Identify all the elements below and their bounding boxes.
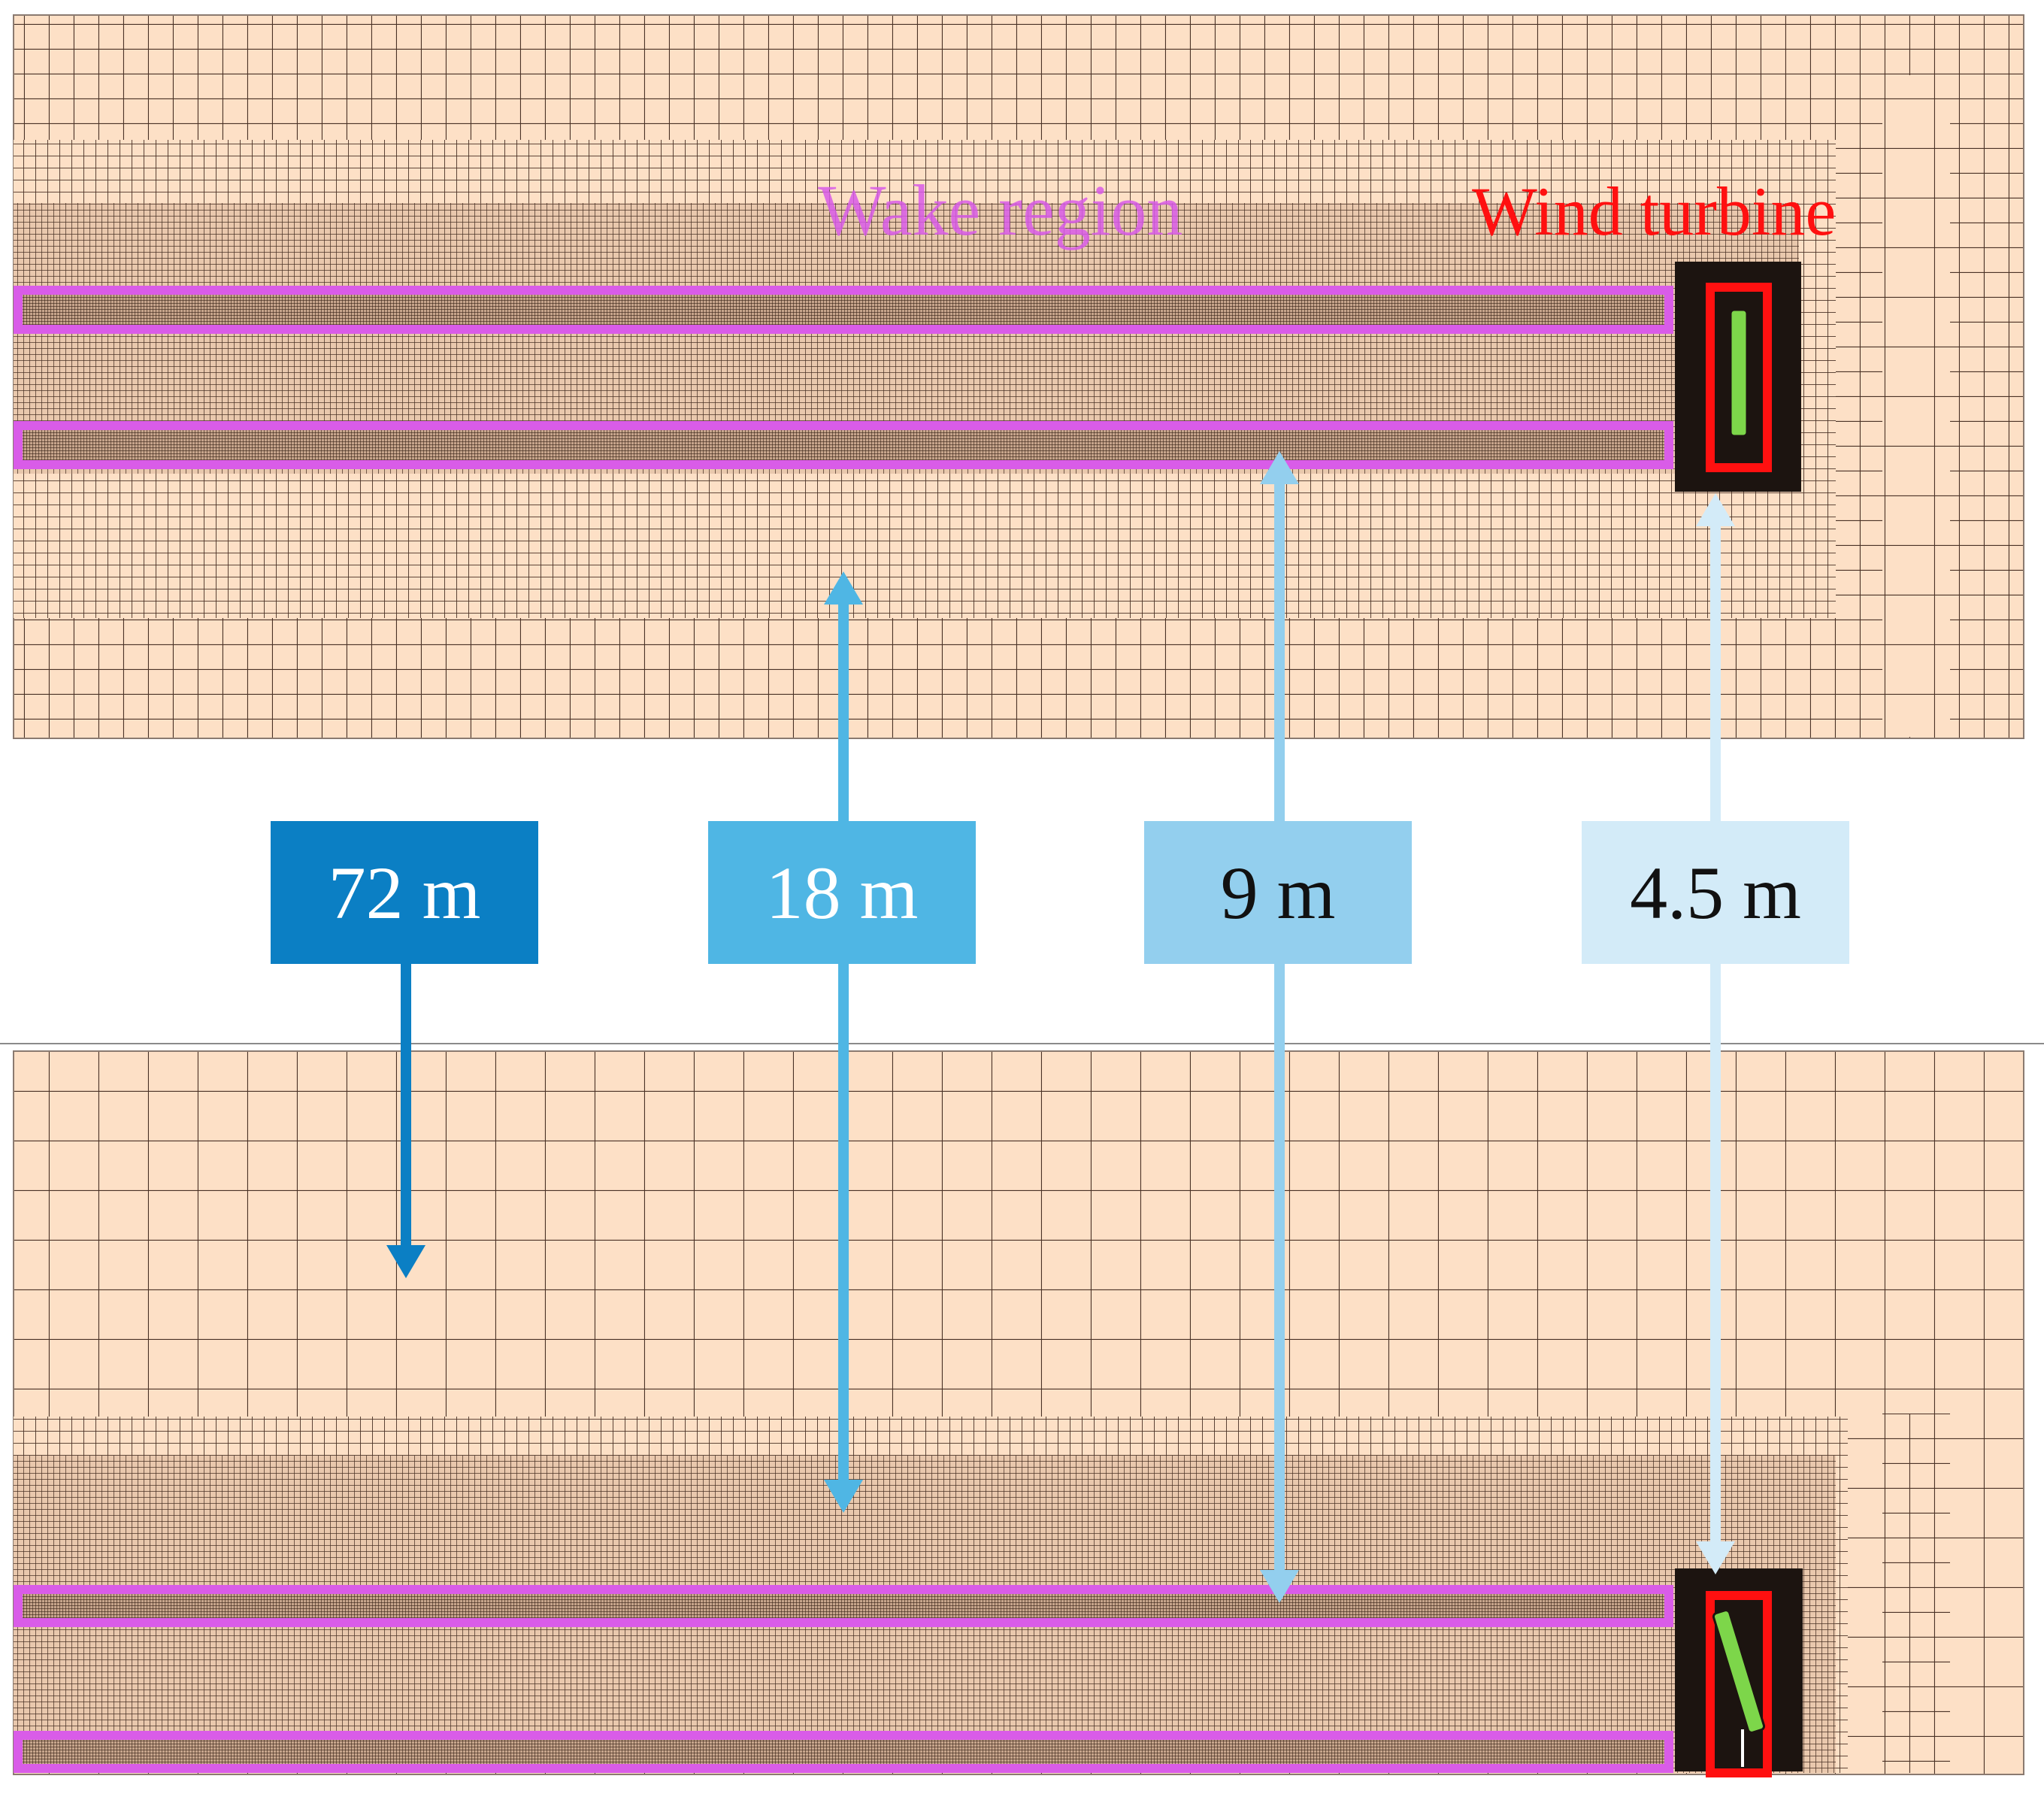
bottom-turbine-rotor bbox=[1712, 1609, 1766, 1734]
mesh-size-box-4-5m: 4.5 m bbox=[1582, 821, 1849, 964]
mesh-size-arrows bbox=[386, 451, 1735, 1603]
top-turbine-rotor bbox=[1729, 308, 1749, 438]
mesh-size-box-18m: 18 m bbox=[708, 821, 976, 964]
arrow-up-head-4-5m bbox=[1696, 493, 1735, 526]
mesh-size-box-72m: 72 m bbox=[271, 821, 538, 964]
arrow-down-head-4-5m bbox=[1696, 1541, 1735, 1574]
arrow-up-head-18m bbox=[824, 571, 863, 605]
arrow-up-head-9m bbox=[1260, 451, 1299, 484]
arrow-down-head-72m bbox=[386, 1245, 425, 1278]
top-far-field-strip bbox=[1882, 75, 1950, 737]
mesh-size-label-4-5m: 4.5 m bbox=[1630, 850, 1801, 935]
wake-region-label: Wake region bbox=[818, 170, 1182, 250]
mesh-size-box-9m: 9 m bbox=[1144, 821, 1412, 964]
mesh-size-label-9m: 9 m bbox=[1220, 850, 1336, 935]
top-wake-band-lower bbox=[14, 421, 1673, 469]
bottom-far-field-strip bbox=[1882, 1414, 1950, 1773]
mesh-size-label-18m: 18 m bbox=[765, 850, 919, 935]
wind-turbine-label: Wind turbine bbox=[1472, 173, 1836, 250]
arrow-down-head-9m bbox=[1260, 1570, 1299, 1603]
arrow-down-head-18m bbox=[824, 1480, 863, 1513]
bottom-wake-band-upper bbox=[14, 1585, 1673, 1627]
bottom-mesh-panel bbox=[13, 1050, 2024, 1777]
bottom-wake-band-lower bbox=[14, 1731, 1673, 1773]
top-mesh-panel bbox=[13, 14, 2024, 739]
top-wake-band-upper bbox=[14, 286, 1673, 334]
mesh-size-label-72m: 72 m bbox=[328, 850, 481, 935]
